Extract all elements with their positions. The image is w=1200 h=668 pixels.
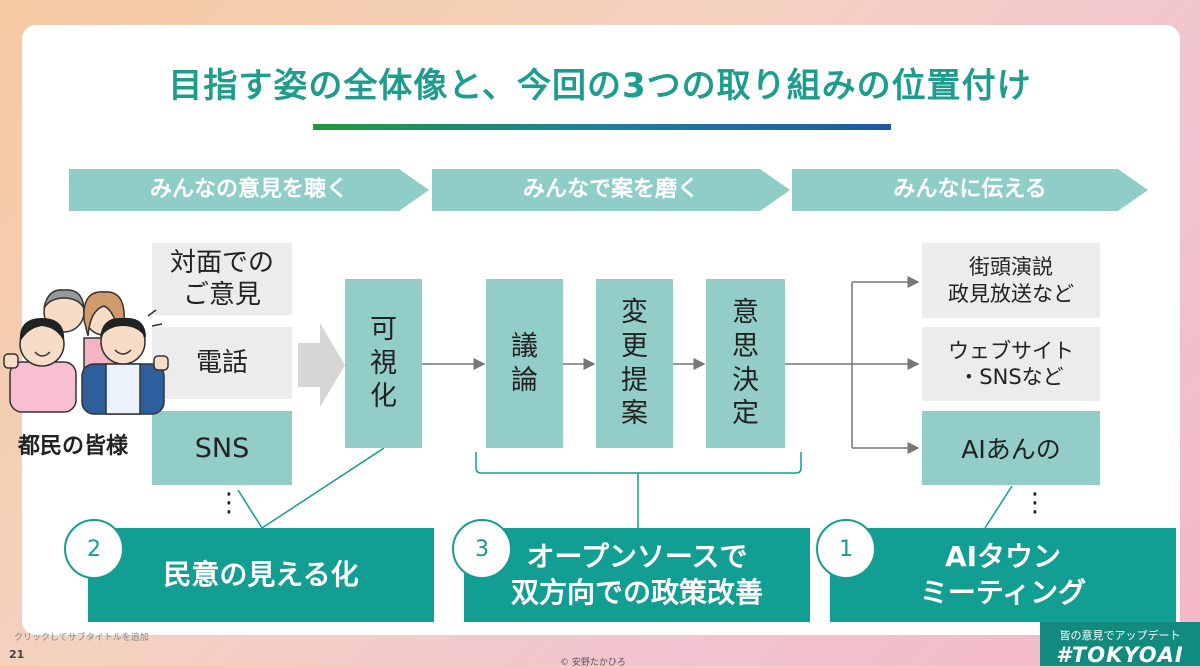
page-number: 21 xyxy=(9,648,25,661)
initiative-visualization: 民意の見える化 xyxy=(88,528,434,622)
title-underline xyxy=(313,124,891,130)
output-more-dots: ⋮ xyxy=(1022,488,1048,518)
visualize-box: 可 視 化 xyxy=(345,279,422,448)
input-more-dots: ⋮ xyxy=(216,488,242,518)
output-website-sns: ウェブサイト ・SNSなど xyxy=(922,327,1100,401)
brand-badge: 皆の意見でアップデート #TOKYOAI xyxy=(1040,622,1200,667)
copyright: © 安野たかひろ xyxy=(560,658,626,668)
phase-listen: みんなの意見を聴く xyxy=(69,169,429,211)
process-discussion-label: 議 論 xyxy=(511,330,538,396)
initiative-number-2: 2 xyxy=(64,519,124,579)
process-decision: 意 思 決 定 xyxy=(706,279,785,448)
process-decision-label: 意 思 決 定 xyxy=(732,297,759,430)
citizens-label: 都民の皆様 xyxy=(18,434,129,459)
page-title: 目指す姿の全体像と、今回の3つの取り組みの位置付け xyxy=(168,66,1032,106)
output-street-speech: 街頭演説 政見放送など xyxy=(922,243,1100,318)
initiative-ai-town-meeting: AIタウン ミーティング xyxy=(830,528,1176,622)
phase-communicate: みんなに伝える xyxy=(792,169,1148,211)
process-discussion: 議 論 xyxy=(486,279,563,448)
input-phone: 電話 xyxy=(152,327,292,399)
brand-tagline: 皆の意見でアップデート xyxy=(1059,629,1181,642)
citizens-illustration xyxy=(3,289,169,415)
phase-refine: みんなで案を磨く xyxy=(432,169,790,211)
brand-hashtag: #TOKYOAI xyxy=(1056,643,1184,667)
output-ai-anno: AIあんの xyxy=(922,411,1100,485)
visualize-label: 可 視 化 xyxy=(370,313,397,413)
process-proposal: 変 更 提 案 xyxy=(596,279,673,448)
initiative-open-source: オープンソースで 双方向での政策改善 xyxy=(464,528,810,622)
input-sns: SNS xyxy=(152,411,292,485)
process-proposal-label: 変 更 提 案 xyxy=(621,297,648,430)
initiative-number-1: 1 xyxy=(816,519,876,579)
initiative-number-3: 3 xyxy=(452,519,512,579)
input-face-to-face: 対面での ご意見 xyxy=(152,243,292,315)
subtitle-placeholder[interactable]: クリックしてサブタイトルを追加 xyxy=(14,633,149,643)
